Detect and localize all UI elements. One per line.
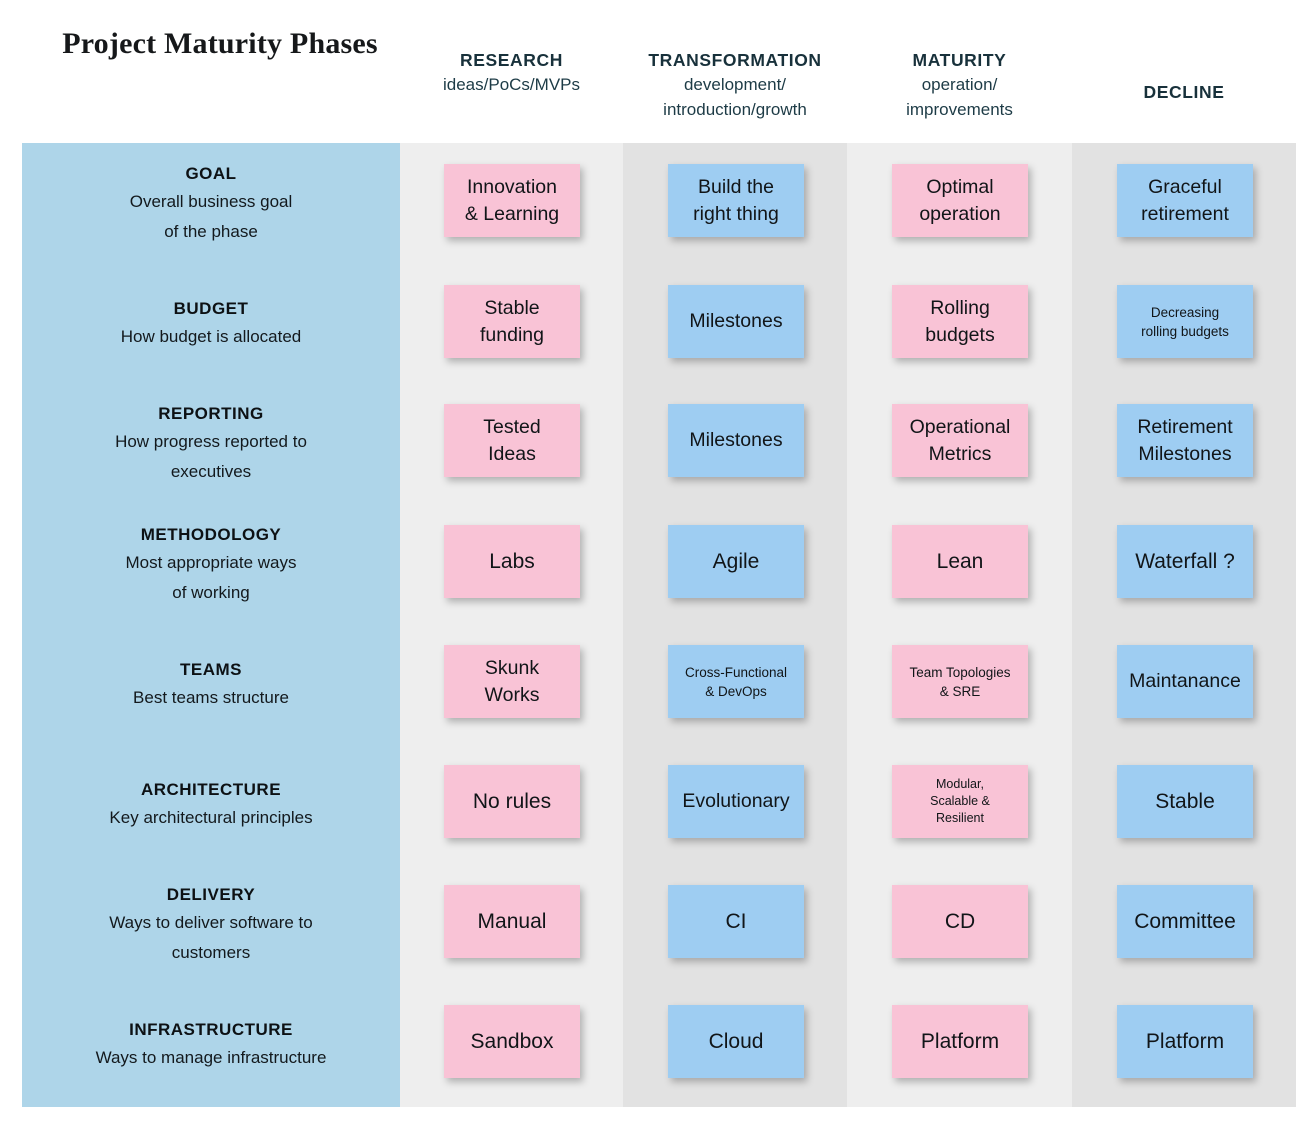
sticky-note-research-architecture[interactable]: No rules bbox=[444, 765, 580, 838]
column-subtitle: development/ introduction/growth bbox=[663, 75, 807, 119]
row-title: TEAMS bbox=[180, 660, 242, 679]
sticky-note-decline-goal[interactable]: Graceful retirement bbox=[1117, 164, 1253, 237]
sticky-note-research-teams[interactable]: Skunk Works bbox=[444, 645, 580, 718]
row-description: How progress reported to executives bbox=[115, 432, 307, 481]
row-label-teams: TEAMS Best teams structure bbox=[22, 657, 400, 713]
sticky-note-transformation-goal[interactable]: Build the right thing bbox=[668, 164, 804, 237]
sticky-note-decline-budget[interactable]: Decreasing rolling budgets bbox=[1117, 285, 1253, 358]
row-description: Ways to manage infrastructure bbox=[95, 1048, 327, 1067]
sticky-note-transformation-teams[interactable]: Cross-Functional & DevOps bbox=[668, 645, 804, 718]
sticky-note-maturity-delivery[interactable]: CD bbox=[892, 885, 1028, 958]
row-title: DELIVERY bbox=[166, 885, 256, 904]
sticky-note-research-delivery[interactable]: Manual bbox=[444, 885, 580, 958]
column-header-decline: DECLINE bbox=[1072, 80, 1296, 104]
sticky-note-decline-methodology[interactable]: Waterfall ? bbox=[1117, 525, 1253, 598]
sticky-note-research-goal[interactable]: Innovation & Learning bbox=[444, 164, 580, 237]
row-title: METHODOLOGY bbox=[140, 525, 282, 544]
sticky-note-decline-architecture[interactable]: Stable bbox=[1117, 765, 1253, 838]
sticky-note-maturity-methodology[interactable]: Lean bbox=[892, 525, 1028, 598]
row-title: REPORTING bbox=[158, 404, 264, 423]
row-description: Ways to deliver software to customers bbox=[109, 913, 313, 962]
sticky-note-transformation-architecture[interactable]: Evolutionary bbox=[668, 765, 804, 838]
column-header-transformation: TRANSFORMATION development/ introduction… bbox=[623, 48, 847, 122]
sticky-note-maturity-reporting[interactable]: Operational Metrics bbox=[892, 404, 1028, 477]
row-title: BUDGET bbox=[173, 299, 249, 318]
row-description: Most appropriate ways of working bbox=[125, 553, 297, 602]
sticky-note-transformation-infrastructure[interactable]: Cloud bbox=[668, 1005, 804, 1078]
column-header-research: RESEARCH ideas/PoCs/MVPs bbox=[400, 48, 623, 97]
row-label-architecture: ARCHITECTURE Key architectural principles bbox=[22, 777, 400, 833]
sticky-note-research-infrastructure[interactable]: Sandbox bbox=[444, 1005, 580, 1078]
row-label-methodology: METHODOLOGY Most appropriate ways of work… bbox=[22, 522, 400, 608]
row-title: ARCHITECTURE bbox=[140, 780, 282, 799]
sticky-note-transformation-delivery[interactable]: CI bbox=[668, 885, 804, 958]
sidebar-background bbox=[22, 143, 400, 1107]
row-description: Overall business goal of the phase bbox=[129, 192, 293, 241]
column-title: DECLINE bbox=[1143, 82, 1225, 102]
row-description: How budget is allocated bbox=[120, 327, 302, 346]
sticky-note-transformation-budget[interactable]: Milestones bbox=[668, 285, 804, 358]
row-label-goal: GOAL Overall business goal of the phase bbox=[22, 161, 400, 247]
column-title: RESEARCH bbox=[459, 50, 563, 70]
sticky-note-maturity-goal[interactable]: Optimal operation bbox=[892, 164, 1028, 237]
sticky-note-maturity-budget[interactable]: Rolling budgets bbox=[892, 285, 1028, 358]
sticky-note-maturity-architecture[interactable]: Modular, Scalable & Resilient bbox=[892, 765, 1028, 838]
column-title: TRANSFORMATION bbox=[648, 50, 822, 70]
sticky-note-research-reporting[interactable]: Tested Ideas bbox=[444, 404, 580, 477]
sticky-note-decline-teams[interactable]: Maintanance bbox=[1117, 645, 1253, 718]
sticky-note-decline-reporting[interactable]: Retirement Milestones bbox=[1117, 404, 1253, 477]
row-label-delivery: DELIVERY Ways to deliver software to cust… bbox=[22, 882, 400, 968]
row-title: INFRASTRUCTURE bbox=[129, 1020, 293, 1039]
sticky-note-research-budget[interactable]: Stable funding bbox=[444, 285, 580, 358]
column-subtitle: ideas/PoCs/MVPs bbox=[443, 75, 580, 94]
row-label-budget: BUDGET How budget is allocated bbox=[22, 296, 400, 352]
column-subtitle: operation/ improvements bbox=[906, 75, 1013, 119]
sticky-note-decline-delivery[interactable]: Committee bbox=[1117, 885, 1253, 958]
row-label-infrastructure: INFRASTRUCTURE Ways to manage infrastruct… bbox=[22, 1017, 400, 1073]
board-title: Project Maturity Phases bbox=[62, 27, 378, 60]
sticky-note-maturity-infrastructure[interactable]: Platform bbox=[892, 1005, 1028, 1078]
row-label-reporting: REPORTING How progress reported to execut… bbox=[22, 401, 400, 487]
row-title: GOAL bbox=[185, 164, 237, 183]
sticky-note-transformation-reporting[interactable]: Milestones bbox=[668, 404, 804, 477]
column-header-maturity: MATURITY operation/ improvements bbox=[847, 48, 1072, 122]
sticky-note-transformation-methodology[interactable]: Agile bbox=[668, 525, 804, 598]
sticky-note-maturity-teams[interactable]: Team Topologies & SRE bbox=[892, 645, 1028, 718]
column-title: MATURITY bbox=[912, 50, 1007, 70]
sticky-note-research-methodology[interactable]: Labs bbox=[444, 525, 580, 598]
row-description: Key architectural principles bbox=[109, 808, 313, 827]
sticky-note-decline-infrastructure[interactable]: Platform bbox=[1117, 1005, 1253, 1078]
row-description: Best teams structure bbox=[133, 688, 289, 707]
